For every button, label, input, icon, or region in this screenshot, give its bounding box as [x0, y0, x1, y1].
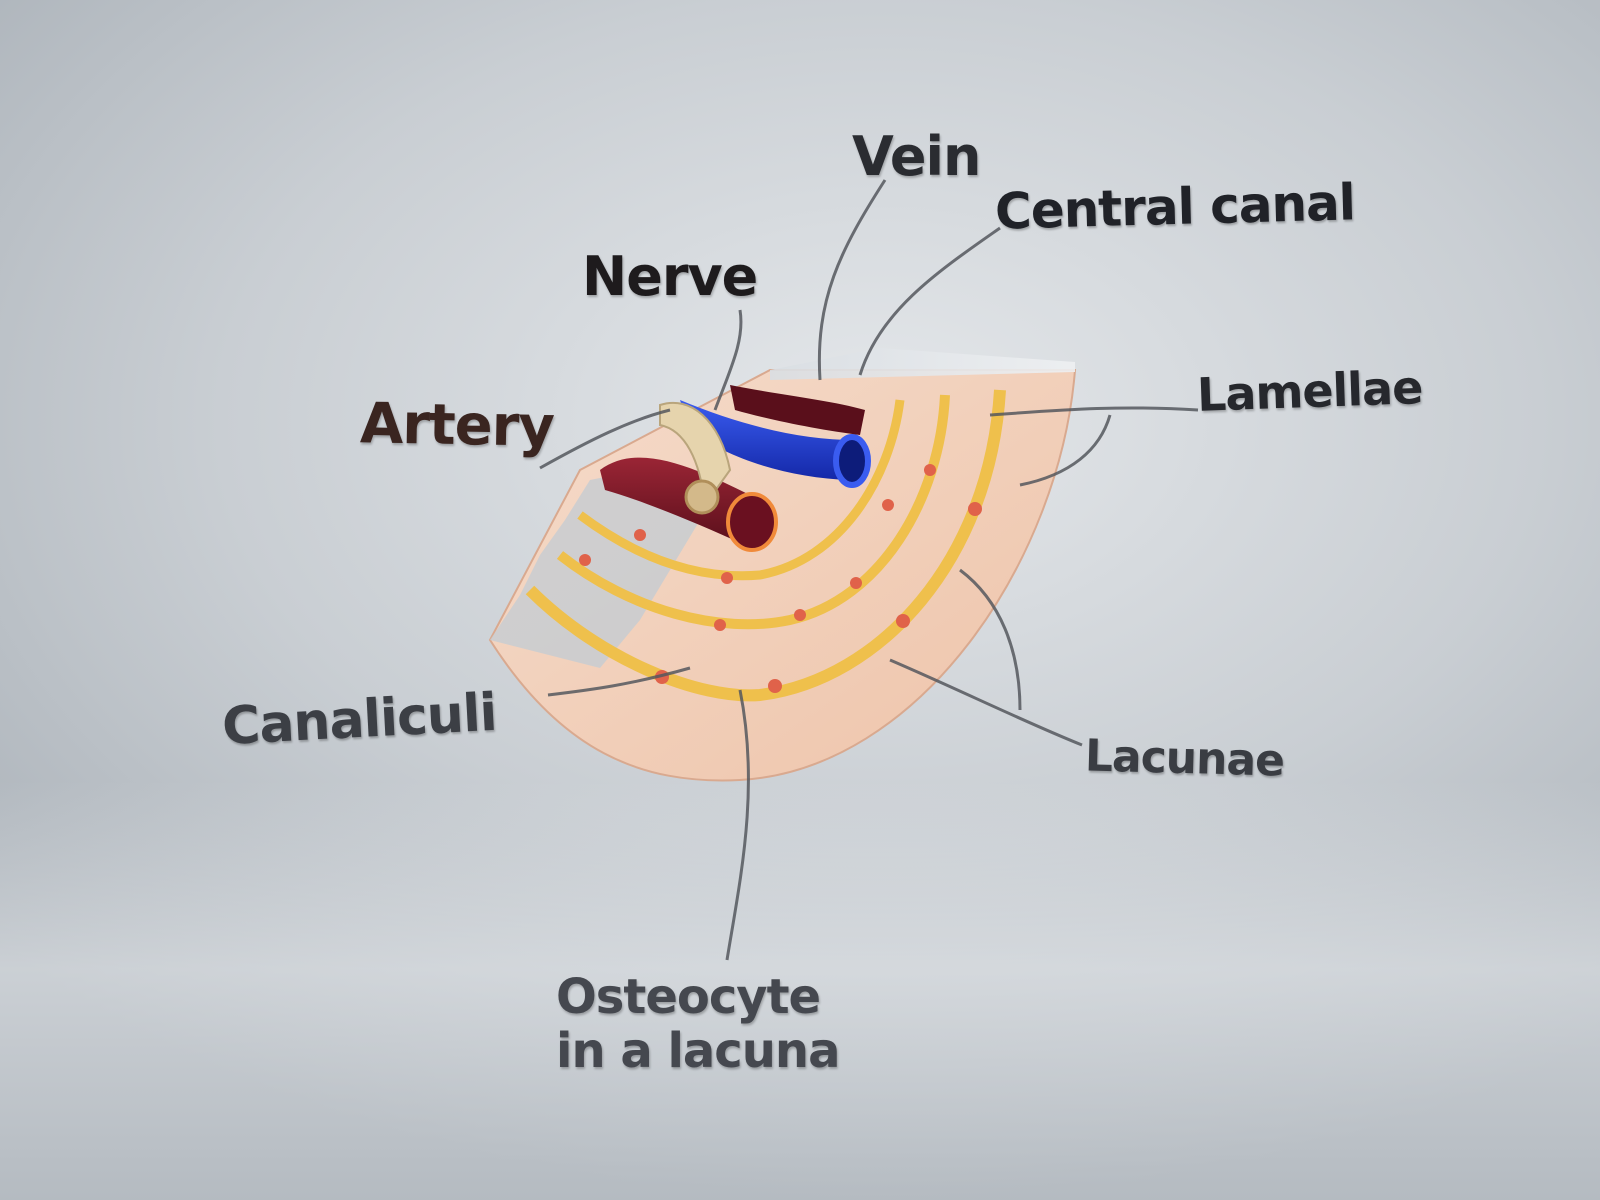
artery-vessel: [600, 457, 760, 545]
floor-backdrop: [0, 780, 1600, 1200]
label-nerve: Nerve: [582, 245, 758, 308]
leader-vein: [817, 179, 887, 381]
bone-cut-face: [490, 470, 700, 668]
central-canal: [730, 385, 865, 435]
nerve-cross-section: [684, 479, 720, 515]
label-artery: Artery: [359, 391, 555, 460]
label-lacunae: Lacunae: [1084, 730, 1285, 787]
leader-nerve: [713, 309, 743, 411]
leader-lamellae: [989, 406, 1199, 417]
artery-opening: [726, 492, 778, 552]
lacunae-dots: [579, 464, 982, 693]
lamella-band: [556, 394, 950, 630]
leader-central-canal: [858, 226, 1001, 376]
label-osteocyte: Osteocyte in a lacuna: [556, 969, 840, 1079]
lamella-band: [577, 399, 905, 581]
leader-lacunae-2: [959, 568, 1022, 711]
leader-artery: [539, 408, 671, 470]
leader-canaliculi: [547, 666, 691, 697]
leader-lacunae: [889, 658, 1083, 747]
leader-lines: [539, 179, 1199, 961]
label-osteocyte-line1: Osteocyte: [556, 969, 821, 1025]
vein-opening: [833, 434, 871, 488]
leader-lamellae-2: [1019, 414, 1112, 487]
label-vein: Vein: [852, 125, 981, 188]
bone-top-face: [770, 348, 1075, 380]
vein-vessel: [680, 400, 855, 480]
label-lamellae: Lamellae: [1196, 360, 1424, 422]
leader-osteocyte: [725, 689, 750, 961]
nerve-fiber: [659, 401, 732, 508]
label-osteocyte-line2: in a lacuna: [556, 1023, 840, 1079]
lamella-band: [525, 389, 1006, 702]
label-central-canal: Central canal: [994, 173, 1356, 241]
